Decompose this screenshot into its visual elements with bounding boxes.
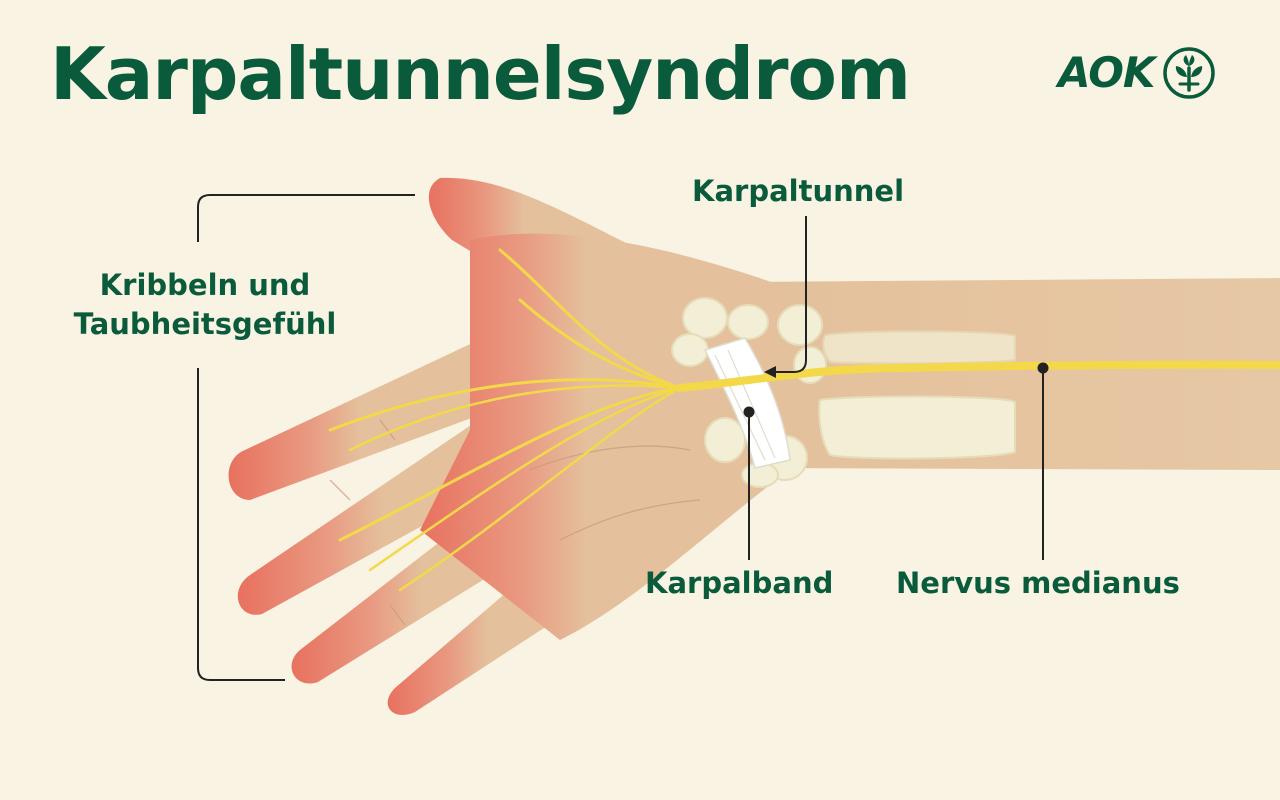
logo-text: AOK [1058, 48, 1155, 97]
median-nerve [328, 248, 1280, 592]
carpal-ligament-label: Karpalband [645, 566, 834, 600]
symptom-label: Kribbeln und Taubheitsgefühl [60, 266, 350, 344]
carpal-ligament [703, 337, 791, 469]
page-title: Karpaltunnelsyndrom [50, 32, 911, 116]
tunnel-arrowhead [764, 366, 776, 378]
symptom-bracket [197, 194, 415, 681]
symptom-label-line2: Taubheitsgefühl [73, 307, 337, 342]
carpal-tunnel-label: Karpaltunnel [692, 174, 905, 208]
aok-tree-seal-icon [1163, 47, 1216, 99]
symptom-label-line1: Kribbeln und [99, 268, 311, 302]
palm-creases [329, 419, 701, 626]
tunnel-pointer [770, 216, 807, 373]
median-nerve-label: Nervus medianus [896, 566, 1180, 600]
aok-logo: AOK [1058, 46, 1216, 100]
